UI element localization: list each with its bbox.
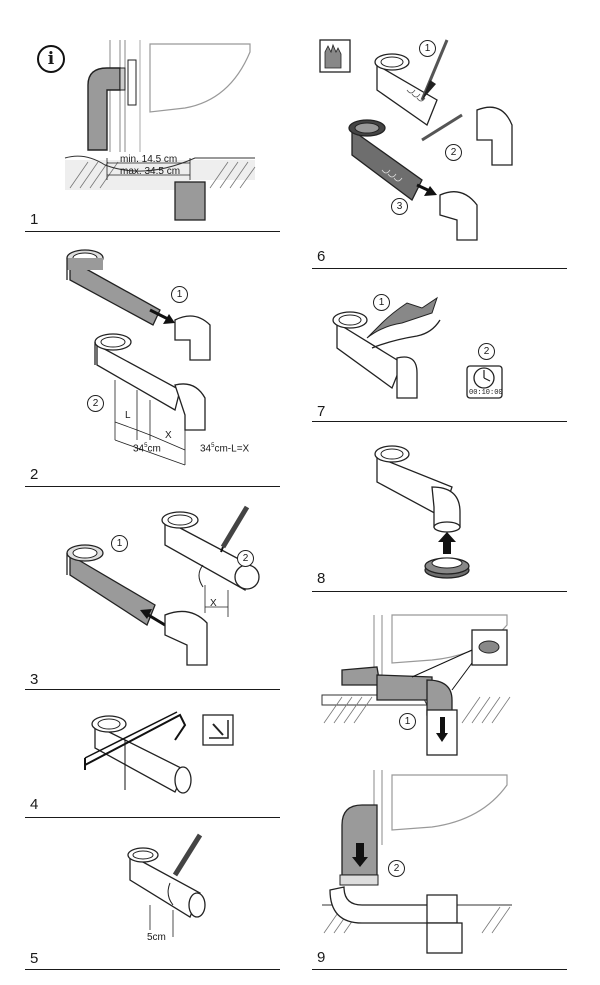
step-1-panel: i min. 14.5 cm max. 34.5 cm 1 [25, 30, 280, 235]
step-6-number: 6 [317, 248, 326, 265]
step-6-callout-3: 3 [391, 198, 408, 215]
step-7-timer: 00:10:00 [469, 389, 503, 397]
step-3-number: 3 [30, 671, 39, 688]
step-5-rule [25, 969, 280, 970]
step-3-callout-1: 1 [111, 535, 128, 552]
step-2-panel: 1 2 L X 345cm 345cm-L=X 2 [25, 240, 280, 485]
step-3-callout-2: 2 [237, 550, 254, 567]
step-2-dim-x: X [165, 430, 172, 441]
step-9-rule [312, 969, 567, 970]
step-7-panel: 1 2 00:10:00 7 [312, 278, 567, 423]
step-5-illustration [127, 833, 206, 937]
step-1-rule [25, 231, 280, 232]
step-8-illustration [374, 445, 470, 579]
step-3-illustration [66, 505, 260, 666]
step-2-rule [25, 486, 280, 487]
step-3-rule [25, 689, 280, 690]
info-icon: i [37, 45, 65, 73]
step-2-callout-1: 1 [171, 286, 188, 303]
step-7-illustration [332, 296, 503, 399]
step-2-dim-l: L [125, 410, 131, 421]
step-5-dim: 5cm [147, 932, 166, 943]
step-7-rule [312, 421, 567, 422]
step-2-callout-2: 2 [87, 395, 104, 412]
step-2-dim-34cm: 345cm [133, 443, 161, 455]
step-7-callout-2: 2 [478, 343, 495, 360]
step-4-illustration [84, 711, 234, 794]
step-1-number: 1 [30, 211, 39, 228]
step-7-callout-1: 1 [373, 294, 390, 311]
step-2-formula: 345cm-L=X [200, 443, 250, 455]
step-4-rule [25, 817, 280, 818]
step-9-number: 9 [317, 949, 326, 966]
step-6-rule [312, 268, 567, 269]
step-9-callout-1: 1 [399, 713, 416, 730]
step-8-number: 8 [317, 570, 326, 587]
step-6-illustration [319, 39, 513, 241]
step-7-number: 7 [317, 403, 326, 420]
step-1-dim-max: max. 34.5 cm [120, 166, 181, 177]
step-1-dim-min: min. 14.5 cm [120, 154, 178, 165]
step-1-illustration [64, 40, 256, 221]
step-4-number: 4 [30, 796, 39, 813]
step-5-panel: 5cm 5 [25, 825, 280, 970]
step-6-panel: 1 2 3 6 [312, 30, 567, 270]
step-5-number: 5 [30, 950, 39, 967]
step-2-illustration [66, 249, 211, 466]
step-4-panel: 4 [25, 700, 280, 815]
step-8-rule [312, 591, 567, 592]
step-3-dim-x: X [210, 598, 217, 609]
step-6-callout-2: 2 [445, 144, 462, 161]
step-3-panel: 1 2 X 3 [25, 495, 280, 690]
step-9-panel: 1 2 9 [312, 605, 567, 970]
step-2-number: 2 [30, 466, 39, 483]
step-6-callout-1: 1 [419, 40, 436, 57]
step-9-illustration [321, 614, 512, 954]
step-8-panel: 8 [312, 432, 567, 592]
step-9-callout-2: 2 [388, 860, 405, 877]
